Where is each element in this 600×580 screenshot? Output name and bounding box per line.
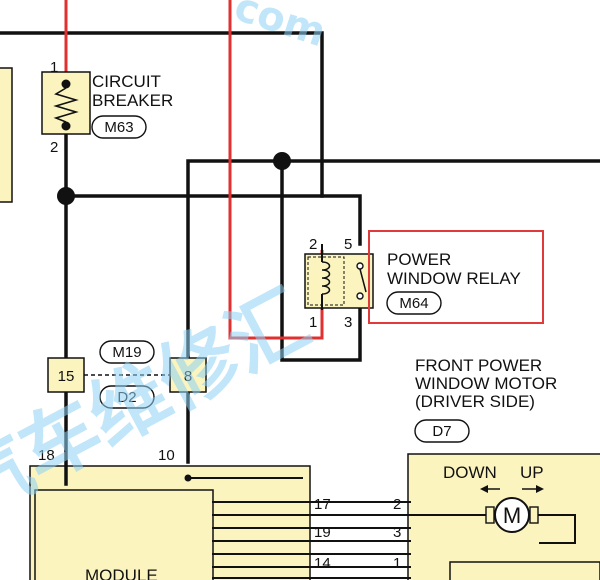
- relay-label-line1: POWER: [387, 250, 451, 269]
- breaker-terminal: [61, 121, 71, 131]
- relay-highlight-box: [368, 230, 544, 324]
- junction-dot: [57, 187, 75, 205]
- breaker-element-icon: [53, 87, 79, 123]
- motor-label-line2: WINDOW MOTOR: [415, 374, 557, 393]
- relay-connector-tag: [386, 291, 442, 315]
- module-inner: [34, 489, 214, 580]
- relay-contact-icon: [356, 262, 364, 270]
- module-pin-out-2: 19: [314, 524, 331, 541]
- junction-dot: [184, 474, 192, 482]
- joint-pin-box-left: [47, 357, 85, 393]
- breaker-label-line2: BREAKER: [92, 91, 173, 110]
- relay-coil-frame: [307, 256, 345, 306]
- breaker-label-line1: CIRCUIT: [92, 72, 161, 91]
- module-pin-left: 18: [38, 447, 55, 464]
- module-label: MODULE: [85, 566, 158, 580]
- relay-pin-3: 3: [344, 314, 352, 331]
- joint-connector-top: M19: [112, 344, 141, 361]
- motor-pin-1: 2: [393, 496, 401, 513]
- module-pin-out-3: 14: [314, 555, 331, 572]
- joint-connector-tag-bottom: [99, 385, 155, 409]
- relay-contact-icon: [356, 292, 364, 300]
- motor-connector-tag: [414, 419, 470, 443]
- relay-pin-5: 5: [344, 236, 352, 253]
- left-component-edge: [0, 67, 13, 203]
- breaker-terminal: [61, 79, 71, 89]
- relay-connector-label: M64: [399, 295, 428, 312]
- motor-up-label: UP: [520, 463, 544, 482]
- relay-pin-2: 2: [309, 236, 317, 253]
- motor-label-line1: FRONT POWER: [415, 356, 542, 375]
- motor-symbol: M: [503, 503, 521, 528]
- motor-connector-label: D7: [432, 423, 451, 440]
- breaker-pin-top: 1: [50, 59, 58, 76]
- joint-pin-left: 15: [58, 368, 75, 385]
- joint-connector-bottom: D2: [117, 389, 136, 406]
- motor-down-label: DOWN: [443, 463, 497, 482]
- relay-label-line2: WINDOW RELAY: [387, 269, 521, 288]
- relay-pin-1: 1: [309, 314, 317, 331]
- junction-dot: [273, 152, 291, 170]
- relay-coil-icon: [321, 261, 331, 295]
- module-pin-out-1: 17: [314, 496, 331, 513]
- breaker-connector-tag: [91, 115, 147, 139]
- joint-pin-right: 8: [184, 368, 192, 385]
- motor-lower-block: [449, 561, 600, 580]
- motor-pin-2: 3: [393, 524, 401, 541]
- motor-icon: [494, 497, 530, 533]
- arrow-left-icon: [480, 485, 488, 493]
- motor-label-line3: (DRIVER SIDE): [415, 392, 535, 411]
- joint-connector-tag-top: [99, 340, 155, 364]
- breaker-connector-label: M63: [104, 119, 133, 136]
- module-pin-right: 10: [158, 447, 175, 464]
- watermark-top: com: [229, 0, 332, 56]
- breaker-pin-bottom: 2: [50, 139, 58, 156]
- motor-pin-3: 1: [393, 555, 401, 572]
- arrow-right-icon: [536, 485, 544, 493]
